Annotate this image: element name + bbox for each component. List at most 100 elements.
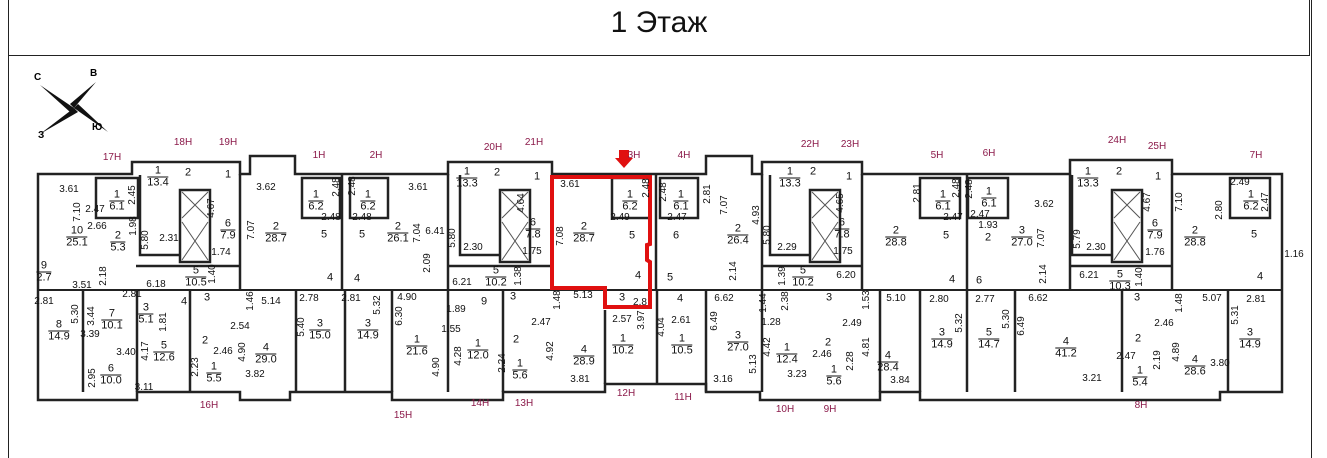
unit-label[interactable]: 1Н: [312, 150, 326, 161]
room-label: 4: [353, 273, 361, 285]
dimension-label: 6.62: [1028, 293, 1048, 304]
room-label: 5: [320, 229, 328, 241]
room-area: 5.6: [826, 375, 842, 388]
room-area: 10.3: [1109, 280, 1131, 293]
room-number: 3: [509, 290, 517, 303]
unit-label[interactable]: 24Н: [1107, 135, 1127, 146]
room-number: 3: [203, 291, 211, 304]
dimension-label: 1.89: [446, 304, 466, 315]
room-number: 6: [975, 274, 983, 287]
dimension-label: 2.46: [812, 349, 832, 360]
dimension-label: 2.81: [1246, 294, 1266, 305]
room-area: 6.1: [109, 200, 125, 213]
dimension-label: 1.98: [128, 216, 139, 236]
room-label: 2: [824, 337, 832, 349]
unit-label[interactable]: 5Н: [930, 150, 944, 161]
dimension-label: 1.55: [441, 324, 461, 335]
dimension-label: 6.18: [146, 279, 166, 290]
unit-label[interactable]: 3Н: [627, 150, 641, 161]
unit-label[interactable]: 19Н: [218, 137, 238, 148]
room-number: 5: [1250, 228, 1258, 241]
dimension-label: 7.10: [1174, 192, 1185, 212]
compass-north-label: С: [34, 72, 42, 83]
unit-label[interactable]: 6Н: [982, 148, 996, 159]
room-number: 2: [512, 333, 520, 346]
room-number: 8: [48, 319, 70, 332]
unit-label[interactable]: 13Н: [514, 398, 534, 409]
room-area: 13.3: [1077, 177, 1099, 190]
unit-label[interactable]: 11Н: [674, 392, 692, 403]
selected-unit-arrow-icon: [615, 150, 633, 168]
room-area: 13.4: [147, 176, 169, 189]
dimension-label: 4.64: [516, 193, 527, 213]
unit-label[interactable]: 2Н: [369, 150, 383, 161]
room-area: 27.0: [1011, 236, 1033, 249]
dimension-label: 4.04: [656, 317, 667, 337]
room-number: 2: [387, 221, 409, 234]
unit-label[interactable]: 8Н: [1134, 400, 1148, 411]
room-number: 3: [1133, 291, 1141, 304]
room-number: 3: [357, 318, 379, 331]
room-area: 28.7: [573, 232, 595, 245]
room-number: 4: [1184, 354, 1206, 367]
dimension-label: 4.65: [835, 193, 846, 213]
room-number: 2: [493, 166, 501, 179]
unit-label[interactable]: 18Н: [173, 137, 193, 148]
room-label: 3: [509, 290, 517, 303]
unit-label[interactable]: 21Н: [524, 137, 544, 148]
unit-label[interactable]: 16Н: [199, 400, 219, 411]
room-number: 6: [525, 217, 541, 230]
dimension-label: 2.8: [633, 297, 647, 308]
unit-label[interactable]: 4Н: [677, 150, 691, 161]
dimension-label: 2.28: [845, 351, 856, 371]
room-number: 5: [358, 228, 366, 241]
room-label: 3: [618, 292, 626, 304]
unit-label[interactable]: 9Н: [823, 404, 837, 415]
room-area: 28.8: [1184, 236, 1206, 249]
unit-label[interactable]: 15Н: [393, 410, 413, 421]
unit-label[interactable]: 22Н: [800, 139, 820, 150]
dimension-label: 2.29: [777, 242, 797, 253]
unit-label[interactable]: 20Н: [483, 142, 503, 153]
room-area: 5.5: [206, 372, 222, 385]
room-number: 9: [36, 260, 52, 273]
room-number: 4: [573, 344, 595, 357]
room-area: 5.1: [138, 313, 154, 326]
dimension-label: 2.54: [230, 321, 250, 332]
unit-label[interactable]: 10Н: [775, 404, 795, 415]
room-number: 4: [676, 292, 684, 305]
room-number: 1: [1132, 365, 1148, 378]
dimension-label: 4.92: [545, 341, 556, 361]
room-label: 1: [533, 171, 541, 183]
dimension-label: 7.07: [1036, 228, 1047, 248]
unit-label[interactable]: 12Н: [616, 388, 636, 399]
dimension-label: 1.53: [861, 290, 872, 310]
unit-label[interactable]: 7Н: [1249, 150, 1263, 161]
room-number: 3: [727, 330, 749, 343]
unit-label[interactable]: 17Н: [102, 152, 122, 163]
unit-label[interactable]: 23Н: [840, 139, 860, 150]
unit-label[interactable]: 14Н: [470, 398, 490, 409]
dimension-label: 6.49: [1016, 316, 1027, 336]
room-number: 5: [1109, 269, 1131, 282]
room-label: 3: [1133, 291, 1141, 304]
room-number: 9: [480, 295, 488, 308]
room-area: 10.2: [792, 276, 814, 289]
selected-unit-outline[interactable]: [550, 175, 652, 309]
dimension-label: 2.48: [658, 182, 669, 202]
room-area: 7.8: [834, 228, 850, 241]
unit-label[interactable]: 25Н: [1147, 141, 1167, 152]
